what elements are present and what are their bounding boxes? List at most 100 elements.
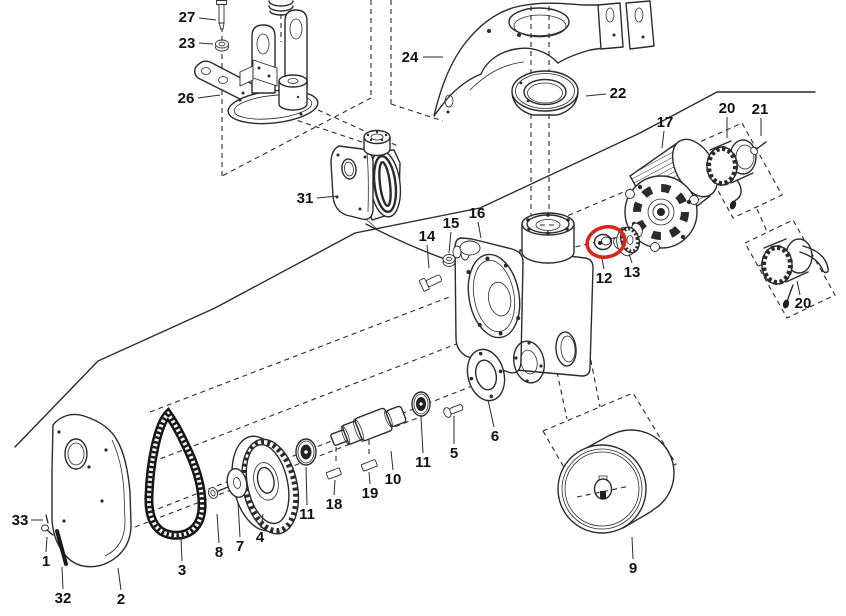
part-22-bearing: [511, 70, 579, 116]
part-label-24-3: 24: [402, 49, 419, 66]
yoke-end-plate: [625, 0, 655, 50]
motor-front-bell: [624, 175, 699, 252]
part-label-11-27: 11: [415, 454, 431, 471]
leader-line-22-4: [585, 93, 607, 97]
part-label-15-10: 15: [443, 215, 460, 232]
part-4-duplex-sprocket: [231, 435, 300, 535]
caster-turret: [363, 129, 391, 157]
leader-line-19-25: [368, 471, 371, 485]
part-label-20-6: 20: [719, 100, 736, 117]
wheel-dashed-box: [542, 392, 677, 479]
bracket-cross-plate: [239, 65, 254, 87]
part-label-14-11: 14: [419, 228, 436, 245]
housing-turret: [521, 212, 575, 264]
part-24-steering-yoke-frame: [433, 0, 655, 117]
part-label-5-28: 5: [450, 445, 458, 462]
part-label-21-7: 21: [752, 101, 769, 118]
part-label-7-21: 7: [236, 538, 244, 555]
part-31-caster-wheel-assembly: [330, 129, 402, 230]
part-label-26-2: 26: [178, 90, 195, 107]
part-21-screw: [750, 141, 767, 156]
leader-line-2-18: [117, 567, 122, 591]
part-label-4-22: 4: [256, 529, 265, 546]
leader-line-11-27: [420, 416, 424, 454]
part-label-20-14: 20: [795, 295, 812, 312]
part-label-23-1: 23: [179, 35, 196, 52]
part-19-key: [360, 459, 378, 472]
part-27-bolt: [216, 0, 227, 30]
leader-line-17-5: [661, 130, 665, 149]
part-3-roller-chain: [144, 407, 207, 540]
leader-line-32-17: [61, 566, 64, 590]
part-15-nut: [442, 254, 456, 267]
part-label-33-15: 33: [12, 512, 29, 529]
caster-cover-plate: [330, 145, 374, 220]
part-label-9-30: 9: [629, 560, 637, 577]
brake-upper-dashed-box: [692, 122, 783, 219]
part-label-27-0: 27: [179, 9, 196, 26]
leader-line-23-1: [198, 42, 214, 45]
part-26-mounting-bracket-assembly: [194, 0, 319, 125]
leader-line-15-10: [448, 231, 452, 254]
part-32-pin: [55, 529, 68, 566]
part-label-16-9: 16: [469, 205, 486, 222]
part-label-1-16: 1: [42, 553, 50, 570]
part-label-32-17: 32: [55, 590, 72, 607]
brake-lower-dashed-box: [744, 219, 836, 319]
part-8-bolt: [207, 486, 229, 499]
part-label-22-4: 22: [610, 85, 627, 102]
leader-line-4-22: [260, 513, 264, 529]
leader-line-1-16: [45, 536, 48, 553]
leader-line-27-0: [198, 17, 217, 21]
wheel-hub: [593, 475, 613, 500]
part-6-bearing-flange: [466, 348, 506, 402]
part-14-bolt: [418, 274, 443, 292]
leader-line-20-14: [796, 280, 801, 296]
part-17-drive-motor: [613, 138, 719, 252]
part-20-brake-assembly-upper: [706, 139, 757, 210]
part-11-bearing-left: [295, 438, 317, 466]
part-11-bearing-right: [411, 391, 431, 417]
part-label-13-13: 13: [624, 264, 641, 281]
leader-line-12-12: [601, 258, 605, 270]
leader-line-7-21: [237, 501, 241, 538]
part-33-pin: [45, 514, 49, 524]
part-label-6-29: 6: [491, 428, 499, 445]
part-20-brake-assembly-lower: [761, 238, 829, 309]
part-label-31-8: 31: [297, 190, 314, 207]
part-10-drive-shaft: [330, 405, 407, 446]
leader-line-11-23: [305, 466, 308, 506]
leader-line-3-19: [180, 537, 183, 562]
part-label-12-12: 12: [596, 270, 613, 287]
part-2-chain-cover: [51, 413, 132, 568]
part-1-bolt-small: [41, 524, 54, 536]
leader-line-16-9: [477, 221, 482, 239]
leader-line-10-26: [390, 450, 394, 471]
part-label-17-5: 17: [657, 114, 674, 131]
part-label-8-20: 8: [215, 544, 223, 561]
leader-line-6-29: [487, 399, 495, 428]
part-9-drive-wheel: [557, 429, 675, 534]
leader-line-18-24: [333, 479, 336, 496]
part-5-bolt: [443, 404, 464, 418]
frame-outline: [14, 91, 816, 448]
part-7-washer: [226, 467, 248, 499]
construction-lines: [14, 0, 836, 528]
yoke-end-plate: [597, 2, 624, 50]
leader-line-26-2: [197, 94, 221, 99]
part-23-nut: [215, 39, 229, 52]
part-label-19-25: 19: [362, 485, 379, 502]
leader-line-14-11: [426, 244, 430, 269]
part-label-2-18: 2: [117, 591, 125, 608]
housing-oval-plate: [466, 253, 521, 339]
bracket-cylinder: [278, 74, 308, 111]
part-18-key: [325, 467, 342, 480]
brake-wire: [786, 284, 794, 303]
part-label-3-19: 3: [178, 562, 186, 579]
leader-line-8-20: [216, 513, 220, 544]
highlight-circle-part-12: [585, 224, 627, 260]
part-16-gearbox-housing: [452, 212, 594, 384]
